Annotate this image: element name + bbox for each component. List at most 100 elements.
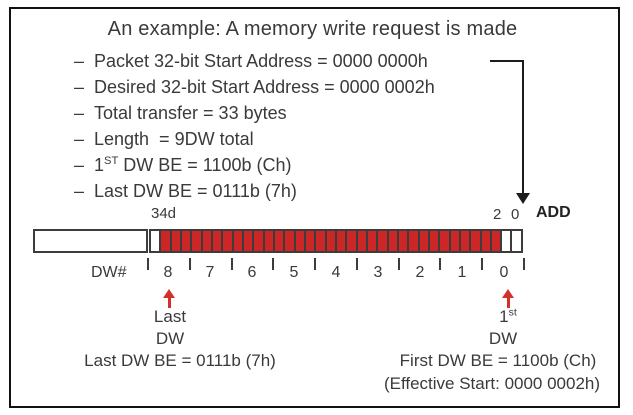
dw-boundary-tick — [397, 258, 400, 270]
byte-cell-red — [438, 231, 449, 251]
byte-cell-red — [272, 231, 284, 251]
first-dw-caption-line1: 1st — [499, 306, 517, 326]
byte-cell-red — [293, 231, 304, 251]
address-axis-label: ADD — [536, 204, 571, 221]
dw-boundary-tick — [147, 258, 149, 270]
byte-cell-red — [386, 231, 397, 251]
bullet-dash: – — [74, 51, 85, 71]
byte-cell-red — [407, 231, 418, 251]
bullet-text: Last DW BE = 0111b (7h) — [94, 181, 297, 201]
byte-cell-red — [283, 231, 294, 251]
first-dw-be-caption: First DW BE = 1100b (Ch) — [399, 351, 597, 370]
byte-cell-red — [231, 231, 242, 251]
byte-cell-red — [489, 231, 501, 251]
dw-boundary-tick — [439, 258, 442, 270]
first-dw-arrow-icon — [502, 289, 514, 308]
bullet-text: 1ST DW BE = 1100b (Ch) — [94, 155, 292, 175]
arrow-stem — [506, 298, 510, 308]
byte-address-0-label: 0 — [511, 206, 520, 223]
dw-number: 1 — [457, 264, 467, 281]
ordinal-superscript: ST — [104, 155, 119, 167]
byte-cell-red — [303, 231, 315, 251]
bullet-dash: – — [74, 181, 85, 201]
bullet-first-dw-be: – 1ST DW BE = 1100b (Ch) — [74, 152, 435, 178]
byte-cell-red — [159, 231, 170, 251]
byte-cell-red — [324, 231, 335, 251]
byte-cell-red — [345, 231, 356, 251]
byte-address-2-label: 2 — [493, 206, 502, 223]
bullet-list: – Packet 32-bit Start Address = 0000 000… — [74, 48, 435, 204]
dw-boundary-tick — [314, 258, 317, 270]
bullet-packet-start-address: – Packet 32-bit Start Address = 0000 000… — [74, 48, 435, 74]
byte-cell-red — [469, 231, 480, 251]
bullet-text: Packet 32-bit Start Address = 0000 0000h — [94, 51, 428, 71]
dw-boundary-tick — [355, 258, 358, 270]
dw-boundary-tick — [522, 258, 525, 270]
arrow-head — [502, 289, 514, 298]
byte-cell-red — [262, 231, 273, 251]
bullet-dash: – — [74, 103, 85, 123]
byte-cell-red — [200, 231, 211, 251]
arrow-head — [163, 289, 175, 298]
byte-cell-red — [241, 231, 253, 251]
bullet-desired-start-address: – Desired 32-bit Start Address = 0000 00… — [74, 74, 435, 100]
effective-start-caption: (Effective Start: 0000 0002h) — [383, 374, 601, 393]
dw-boundary-ticks — [147, 258, 525, 270]
arrow-stem — [167, 298, 171, 308]
dw-number-row: 8 7 6 5 4 3 2 1 0 — [147, 264, 525, 282]
byte-cell-red — [221, 231, 232, 251]
byte-cell-red — [376, 231, 387, 251]
byte-cell-red — [417, 231, 428, 251]
pointer-line-vertical — [522, 60, 524, 194]
dw-number: 7 — [205, 264, 215, 281]
ordinal-superscript: st — [508, 306, 517, 319]
bullet-length: – Length = 9DW total — [74, 126, 435, 152]
dw-number: 8 — [163, 264, 173, 281]
pointer-line-horizontal — [490, 60, 524, 62]
byte-cell-red — [448, 231, 459, 251]
dw-number: 0 — [499, 264, 509, 281]
bullet-text: Desired 32-bit Start Address = 0000 0002… — [94, 77, 435, 97]
dw-boundary-tick — [188, 258, 191, 270]
bullet-last-dw-be: – Last DW BE = 0111b (7h) — [74, 178, 435, 204]
last-dw-caption-line2: DW — [155, 329, 185, 348]
bullet-text: Length = 9DW total — [94, 129, 254, 149]
byte-cell-red — [252, 231, 263, 251]
dw-boundary-tick — [230, 258, 233, 270]
last-dw-arrow-icon — [163, 289, 175, 308]
figure-title: An example: A memory write request is ma… — [107, 18, 518, 40]
bullet-dash: – — [74, 129, 85, 149]
byte-cell-red — [396, 231, 408, 251]
bullet-text: Total transfer = 33 bytes — [94, 103, 287, 123]
bullet-total-transfer: – Total transfer = 33 bytes — [74, 100, 435, 126]
byte-cell-red — [334, 231, 346, 251]
byte-cell-red — [355, 231, 366, 251]
down-arrowhead-icon — [516, 193, 530, 204]
last-dw-caption-line1: Last — [153, 307, 187, 326]
dw-number: 3 — [373, 264, 383, 281]
byte-cell-red — [190, 231, 201, 251]
first-dw-caption-line2: DW — [488, 329, 518, 348]
byte-cell-red — [179, 231, 191, 251]
dw-number: 2 — [415, 264, 425, 281]
byte-cell-red — [210, 231, 222, 251]
bullet-dash: – — [74, 155, 85, 175]
dw-number: 5 — [289, 264, 299, 281]
figure-border — [9, 7, 620, 408]
byte-cell-white — [500, 231, 511, 251]
last-dw-be-caption: Last DW BE = 0111b (7h) — [84, 351, 276, 370]
byte-address-34-label: 34d — [151, 205, 177, 222]
dw-number: 4 — [331, 264, 341, 281]
bullet-dash: – — [74, 77, 85, 97]
byte-cell-white — [510, 231, 521, 251]
byte-cell-red — [365, 231, 377, 251]
byte-cell-red — [458, 231, 470, 251]
dw-number: 6 — [247, 264, 257, 281]
byte-cell-red — [479, 231, 490, 251]
dw-boundary-tick — [481, 258, 484, 270]
byte-cell-red — [427, 231, 439, 251]
dw-axis-label: DW# — [91, 264, 127, 281]
memory-beyond-transfer-box — [33, 229, 148, 253]
dw-boundary-tick — [272, 258, 275, 270]
